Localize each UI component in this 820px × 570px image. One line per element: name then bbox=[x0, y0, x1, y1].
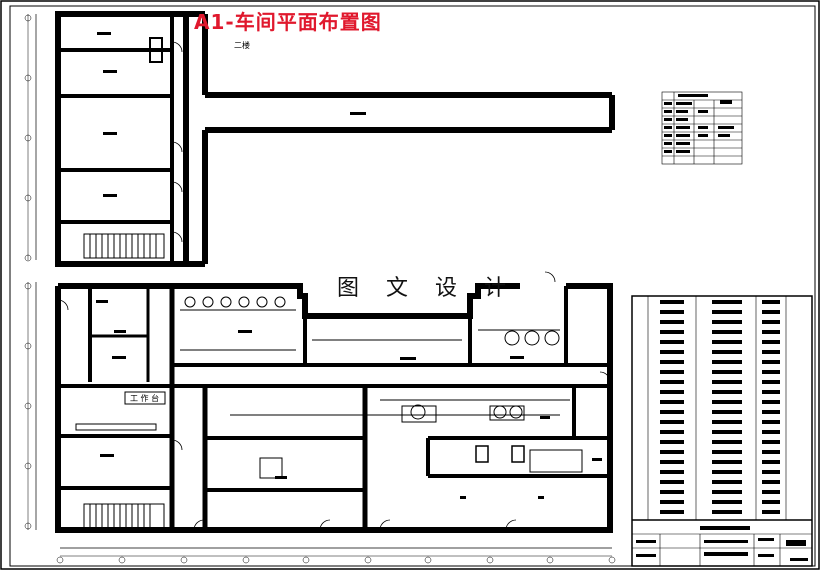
drawing-title: A1-车间平面布置图 bbox=[194, 10, 382, 34]
workbench-label: 工 作 台 bbox=[130, 394, 160, 403]
ground-floor-plan bbox=[24, 271, 616, 564]
watermark-text: 图 文 设 计 bbox=[337, 276, 516, 301]
equipment-table-fills bbox=[636, 300, 808, 561]
upper-floor-label: 二楼 bbox=[234, 41, 250, 50]
legend-table bbox=[661, 91, 743, 165]
ground-floor-fills bbox=[96, 300, 602, 499]
equipment-table bbox=[631, 295, 813, 567]
upper-floor-labels bbox=[97, 32, 366, 197]
legend-table-fills bbox=[664, 94, 734, 153]
upper-floor-plan bbox=[24, 11, 615, 267]
